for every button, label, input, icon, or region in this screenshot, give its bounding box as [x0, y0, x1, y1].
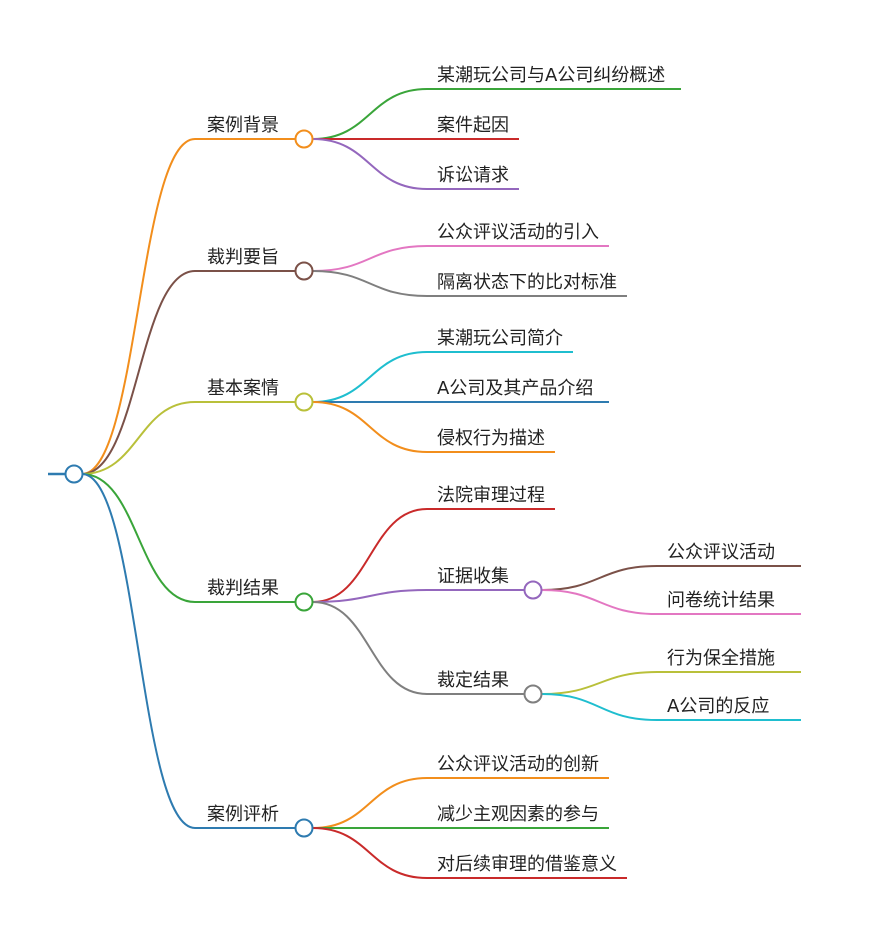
edge-3-1-to-leaf-1 [541, 589, 658, 615]
edge-branch-0-to-child-0 [312, 88, 428, 140]
child-label-0-1: 案件起因 [437, 115, 509, 136]
child-label-2-0: 某潮玩公司简介 [437, 328, 563, 349]
edge-branch-0-to-child-2 [312, 138, 428, 190]
edge-root-to-branch-1 [81, 270, 196, 475]
edge-root-to-branch-0 [81, 138, 196, 475]
edge-branch-1-to-child-1 [312, 270, 428, 297]
child-label-4-1: 减少主观因素的参与 [437, 804, 599, 825]
branch-label-1: 裁判要旨 [207, 247, 279, 268]
branch-label-2: 基本案情 [207, 378, 279, 399]
child-label-1-0: 公众评议活动的引入 [437, 222, 599, 243]
child-label-4-2: 对后续审理的借鉴意义 [437, 854, 617, 875]
edge-branch-3-to-child-2 [312, 601, 428, 695]
root-node[interactable] [64, 464, 84, 484]
leaf-label-3-2-1: A公司的反应 [667, 696, 769, 717]
edge-3-2-to-leaf-0 [541, 671, 658, 695]
edge-branch-1-to-child-0 [312, 245, 428, 272]
edge-root-to-branch-2 [81, 401, 196, 475]
branch-node-3[interactable] [294, 592, 314, 612]
mindmap-edges [81, 88, 658, 879]
edge-branch-4-to-child-0 [312, 777, 428, 829]
leaf-label-3-1-1: 问卷统计结果 [667, 590, 775, 611]
branch-label-4: 案例评析 [207, 804, 279, 825]
edge-root-to-branch-4 [81, 473, 196, 829]
edge-3-1-to-leaf-0 [541, 565, 658, 591]
edge-branch-2-to-child-0 [312, 351, 428, 403]
leaf-label-3-1-0: 公众评议活动 [667, 542, 775, 563]
edge-branch-3-to-child-0 [312, 508, 428, 603]
child-label-0-0: 某潮玩公司与A公司纠纷概述 [437, 65, 665, 86]
edge-root-to-branch-3 [81, 473, 196, 603]
branch-node-4[interactable] [294, 818, 314, 838]
child-label-4-0: 公众评议活动的创新 [437, 754, 599, 775]
child-node-3-2[interactable] [523, 684, 543, 704]
branch-label-0: 案例背景 [207, 115, 279, 136]
mindmap-underlines [48, 88, 801, 879]
child-label-0-2: 诉讼请求 [437, 165, 509, 186]
child-label-2-1: A公司及其产品介绍 [437, 378, 593, 399]
branch-label-3: 裁判结果 [207, 578, 279, 599]
edge-branch-2-to-child-2 [312, 401, 428, 453]
child-label-1-1: 隔离状态下的比对标准 [437, 272, 617, 293]
edge-3-2-to-leaf-1 [541, 693, 658, 721]
edge-branch-3-to-child-1 [312, 589, 428, 603]
child-node-3-1[interactable] [523, 580, 543, 600]
branch-node-1[interactable] [294, 261, 314, 281]
edge-branch-4-to-child-2 [312, 827, 428, 879]
mindmap-nodes [64, 129, 543, 838]
child-label-3-2: 裁定结果 [437, 670, 509, 691]
child-label-3-1: 证据收集 [437, 566, 509, 587]
branch-node-2[interactable] [294, 392, 314, 412]
leaf-label-3-2-0: 行为保全措施 [667, 648, 775, 669]
child-label-2-2: 侵权行为描述 [437, 428, 545, 449]
branch-node-0[interactable] [294, 129, 314, 149]
child-label-3-0: 法院审理过程 [437, 485, 545, 506]
